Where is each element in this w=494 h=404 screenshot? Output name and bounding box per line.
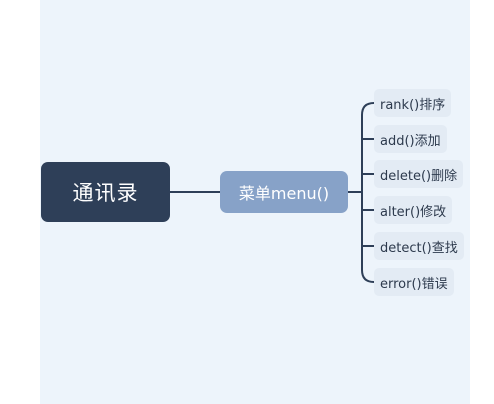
leaf-node-delete[interactable]: delete()删除 <box>374 160 464 188</box>
root-node-label: 通讯录 <box>72 181 139 205</box>
leaf-node-label: add()添加 <box>380 133 441 149</box>
leaf-node-rank[interactable]: rank()排序 <box>374 89 452 117</box>
leaf-node-label: detect()查找 <box>380 240 458 256</box>
branch-node-label: 菜单menu() <box>238 184 330 203</box>
leaf-node-alter[interactable]: alter()修改 <box>374 196 453 224</box>
root-node[interactable]: 通讯录 <box>41 162 170 222</box>
leaf-node-label: delete()删除 <box>380 168 458 184</box>
leaf-bracket-connector <box>361 102 375 283</box>
branch-node-menu[interactable]: 菜单menu() <box>220 171 348 213</box>
leaf-node-label: rank()排序 <box>380 97 446 113</box>
leaf-node-label: alter()修改 <box>380 204 447 220</box>
leaf-node-error[interactable]: error()错误 <box>374 268 454 296</box>
leaf-node-detect[interactable]: detect()查找 <box>374 232 464 260</box>
leaf-node-add[interactable]: add()添加 <box>374 125 447 153</box>
leaf-node-label: error()错误 <box>380 276 448 292</box>
